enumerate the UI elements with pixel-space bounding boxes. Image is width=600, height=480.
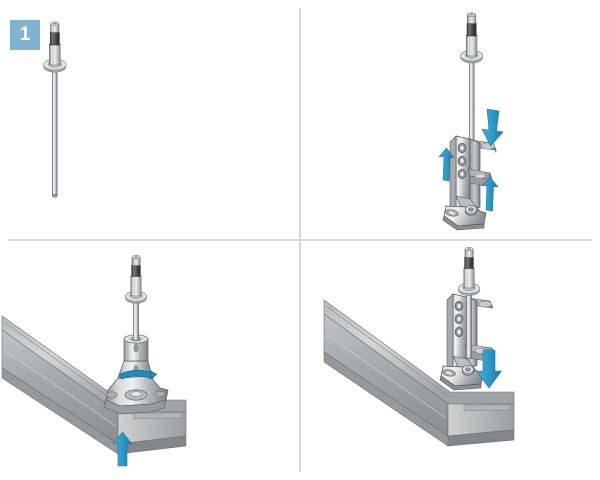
clamp-body-front	[103, 334, 169, 415]
rivet-shank	[130, 275, 142, 297]
panel-2-illustration	[438, 12, 504, 231]
panel-1-illustration	[43, 21, 67, 198]
threaded-rod	[469, 57, 475, 145]
rivet-head	[131, 255, 141, 277]
arrow-up-channel	[112, 431, 133, 467]
panel-step-4: 4	[300, 240, 600, 480]
clamp-screw	[465, 205, 477, 216]
bracket-holes	[454, 301, 464, 337]
arrow-up-right	[481, 176, 499, 212]
panel-step-2: 2	[300, 0, 600, 240]
rivet-shank	[463, 267, 475, 289]
arrow-down-top	[481, 108, 504, 147]
step-badge-1: 1	[10, 20, 40, 50]
rivet-shank	[49, 43, 61, 66]
threaded-rod	[51, 67, 58, 198]
rivet-head	[466, 12, 477, 37]
threaded-rod	[133, 297, 139, 341]
rivet-head	[49, 21, 60, 46]
panel-step-3: 3	[0, 240, 300, 480]
blue-collar-ring	[119, 369, 158, 380]
rivet-shank	[465, 34, 478, 57]
channel-beam	[1, 315, 187, 455]
panel-3-illustration	[1, 255, 187, 467]
channel-beam	[323, 299, 515, 447]
arrow-down-seat	[476, 349, 502, 389]
arrow-up-left	[438, 147, 455, 182]
panel-step-1: 1	[0, 0, 300, 240]
rivet-head	[464, 247, 474, 269]
panel-divider-horizontal	[8, 239, 592, 241]
bracket-holes	[457, 143, 467, 179]
panel-4-illustration	[323, 247, 515, 447]
threaded-rod	[466, 289, 472, 359]
clamp-screw	[462, 365, 474, 376]
